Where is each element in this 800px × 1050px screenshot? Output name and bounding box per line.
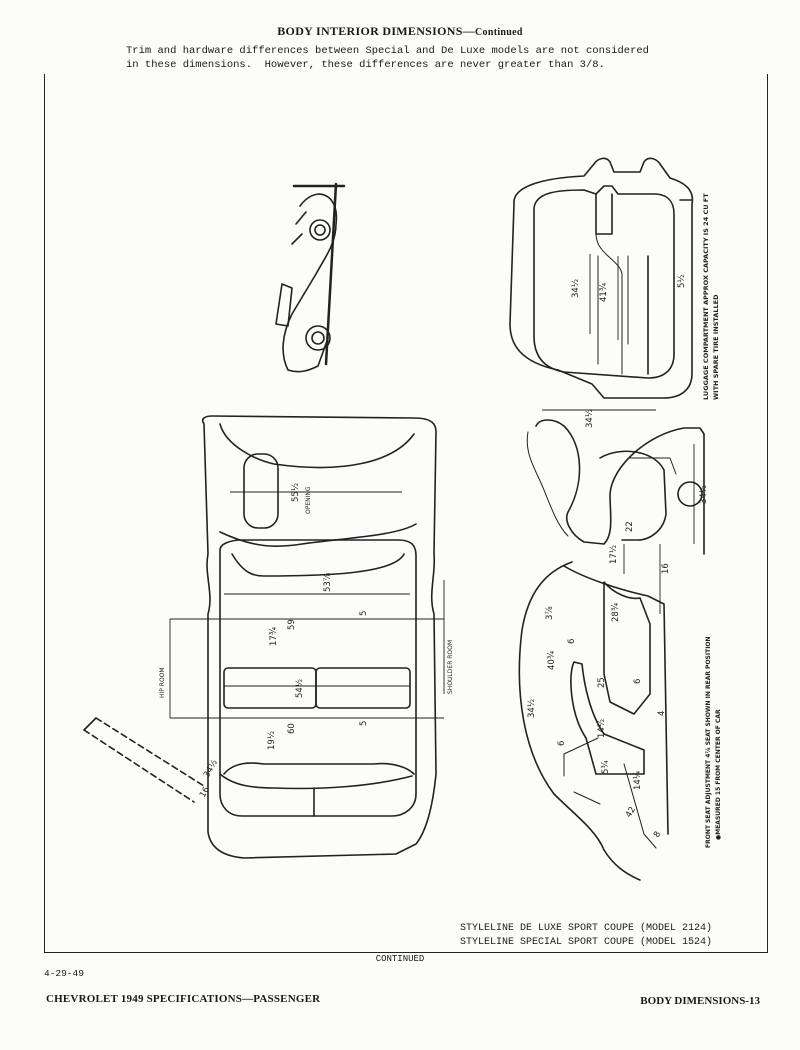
side-cutaway-view xyxy=(518,419,705,881)
plan-dim-9: 34½ xyxy=(202,758,220,780)
note-line-2: in these dimensions. However, these diff… xyxy=(126,59,605,71)
side-dim-17: 14¼ xyxy=(633,771,643,790)
side-dim-13: 34½ xyxy=(527,699,537,718)
title-suffix: Continued xyxy=(475,27,523,38)
opening-label: OPENING xyxy=(305,486,312,514)
plan-dim-6: 60 xyxy=(287,723,297,734)
body-dimension-drawing: 34½ 41¾ 5½ LUGGAGE COMPARTMENT APPROX CA… xyxy=(83,157,722,881)
side-dim-1: 34½ xyxy=(585,409,595,428)
side-dim-2: 34½ xyxy=(699,485,709,504)
side-dim-18: 42 xyxy=(624,805,638,819)
trunk-dim-2: 41¾ xyxy=(599,283,609,302)
trunk-spare-note: WITH SPARE TIRE INSTALLED xyxy=(712,294,720,400)
hip-room-label: HIP ROOM xyxy=(159,667,166,698)
side-dim-15: 14½ xyxy=(597,719,607,738)
side-dim-6: 3⅞ xyxy=(545,606,555,620)
plan-dim-5: 54½ xyxy=(295,679,305,698)
continued-label: CONTINUED xyxy=(375,954,425,964)
side-dim-4: 17½ xyxy=(609,545,619,564)
side-dim-9: 40¾ xyxy=(547,651,557,670)
side-dim-12: 6 xyxy=(633,679,643,684)
model-designation-box: STYLELINE DE LUXE SPORT COUPE (MODEL 212… xyxy=(460,922,764,952)
side-dim-14: 6 xyxy=(557,741,567,746)
shoulder-room-label: SHOULDER ROOM xyxy=(447,640,454,694)
model-line-1: STYLELINE DE LUXE SPORT COUPE (MODEL 212… xyxy=(460,923,713,934)
measured-note: ●MEASURED 15 FROM CENTER OF CAR xyxy=(715,709,722,840)
side-dim-11: 4 xyxy=(657,711,667,716)
plan-dim-3: 5 xyxy=(359,611,369,616)
side-dim-5: 16 xyxy=(661,563,671,574)
car-side-view-icon xyxy=(275,182,346,373)
plan-dim-4: 17¾ xyxy=(269,627,279,646)
plan-dim-7: 5 xyxy=(359,721,369,726)
side-dim-10: 25 xyxy=(597,677,607,688)
plan-dim-1: 53⅞ xyxy=(323,573,333,592)
side-dim-3: 22 xyxy=(625,521,635,532)
plan-dim-8: 19½ xyxy=(267,731,277,750)
plan-view xyxy=(83,415,437,859)
seat-adjustment-note: FRONT SEAT ADJUSTMENT 4⅞ SEAT SHOWN IN R… xyxy=(705,636,712,848)
trunk-capacity-note: LUGGAGE COMPARTMENT APPROX CAPACITY IS 2… xyxy=(702,193,710,400)
footer-page-ref: BODY DIMENSIONS-13 xyxy=(640,995,760,1007)
model-line-2: STYLELINE SPECIAL SPORT COUPE (MODEL 152… xyxy=(460,937,713,948)
note-line-1: Trim and hardware differences between Sp… xyxy=(126,45,649,57)
drawing-frame xyxy=(44,74,768,953)
footer-title: CHEVROLET 1949 SPECIFICATIONS—PASSENGER xyxy=(46,993,321,1005)
revision-date: 4-29-49 xyxy=(44,968,84,979)
trunk-dim-1: 34½ xyxy=(571,279,581,298)
title-main: BODY INTERIOR DIMENSIONS— xyxy=(277,24,476,38)
header-note: Trim and hardware differences between Sp… xyxy=(126,44,746,72)
side-dim-16: 5¾ xyxy=(601,760,611,774)
plan-dim-10: 16 xyxy=(198,785,212,799)
dimension-labels: 34½ 41¾ 5½ LUGGAGE COMPARTMENT APPROX CA… xyxy=(159,193,722,848)
page-title: BODY INTERIOR DIMENSIONS—Continued xyxy=(0,24,800,39)
trunk-dim-3: 5½ xyxy=(677,274,687,288)
side-dim-8: 28¾ xyxy=(611,603,621,622)
side-dim-7: 6 xyxy=(567,639,577,644)
plan-dim-2: 59 xyxy=(287,619,297,630)
side-dim-19: 8 xyxy=(652,830,663,840)
luggage-compartment-view xyxy=(509,157,694,399)
dimension-lines xyxy=(169,254,695,719)
opening-dim: 55½ xyxy=(291,483,301,502)
